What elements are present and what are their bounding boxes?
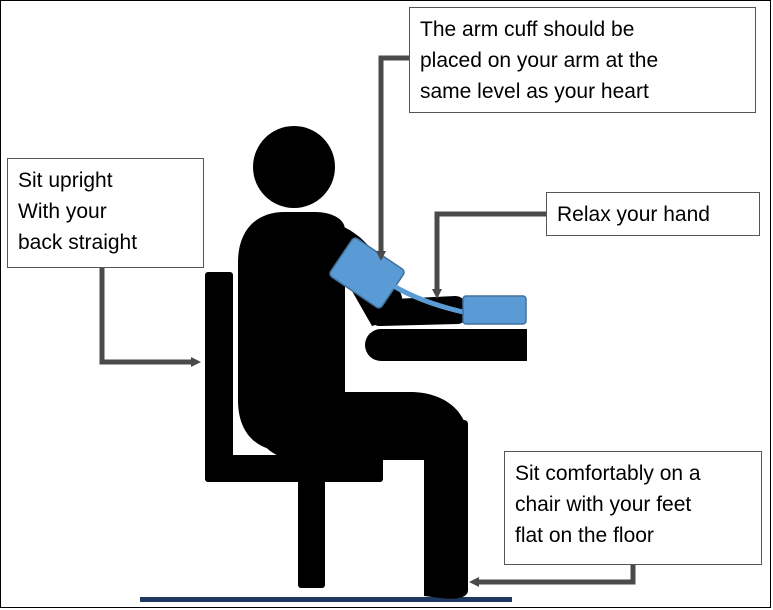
hand-arrow [432,211,546,299]
cuff-arrow [376,55,409,261]
hand-callout: Relax your hand [546,192,760,236]
posture-callout-line-1: Sit upright [18,169,113,192]
feet-callout-line-1: Sit comfortably on a [515,462,701,485]
posture-callout: Sit upright With your back straight [7,158,204,268]
feet-callout: Sit comfortably on a chair with your fee… [504,451,762,565]
person-silhouette-icon [238,126,469,599]
feet-callout-line-2: chair with your feet [515,493,692,516]
feet-arrow [469,565,636,587]
posture-callout-line-2: With your [18,200,107,223]
cuff-callout-line-3: same level as your heart [420,80,649,103]
table-icon [365,329,527,361]
feet-callout-line-3: flat on the floor [515,524,654,547]
cuff-callout-line-1: The arm cuff should be [420,18,635,41]
hand-callout-line-1: Relax your hand [557,203,710,226]
cuff-callout-line-2: placed on your arm at the [420,49,659,72]
arrows [99,55,636,587]
chair-icon [205,272,383,588]
posture-arrow [99,268,201,367]
floor-line [140,597,512,602]
cuff-placement-callout: The arm cuff should be placed on your ar… [409,7,756,113]
blood-pressure-monitor-icon [462,295,527,325]
cuff-tube [390,282,464,315]
posture-callout-line-3: back straight [18,231,138,254]
